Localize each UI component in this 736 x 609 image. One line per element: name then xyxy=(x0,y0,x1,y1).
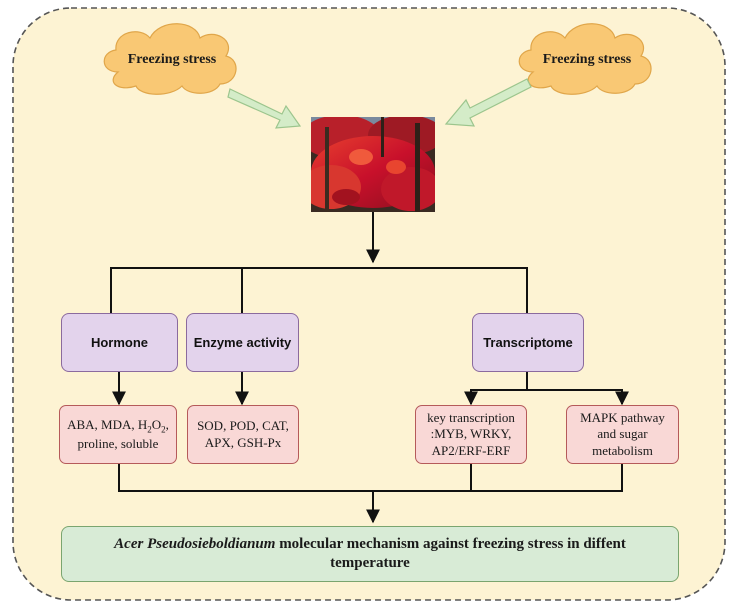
subscript-2-a: 2 xyxy=(147,424,152,435)
cloud-left-icon xyxy=(103,23,237,95)
hormone-detail-comma: , xyxy=(165,416,169,432)
transcriptome-label: Transcriptome xyxy=(483,335,573,350)
arrow-right-green xyxy=(444,78,532,127)
mapk-line2: and sugar xyxy=(597,426,648,442)
mapk-line3: metabolism xyxy=(592,442,653,458)
subscript-2-b: 2 xyxy=(161,424,166,435)
cloud-right-label: Freezing stress xyxy=(542,52,632,67)
connectors xyxy=(110,212,629,524)
mapk-box: MAPK pathway and sugar metabolism xyxy=(566,405,679,464)
mapk-line1: MAPK pathway xyxy=(580,410,665,426)
hormone-label: Hormone xyxy=(90,335,149,350)
arrow-left-green xyxy=(227,88,302,129)
transcriptome-box: Transcriptome xyxy=(472,313,584,372)
hormone-detail-o: O xyxy=(151,416,162,432)
hormone-detail-text-a: ABA, MDA, H xyxy=(67,416,148,432)
cloud-right-icon xyxy=(518,23,652,95)
hormone-box: Hormone xyxy=(61,313,178,372)
hormone-detail-line2: proline, soluble xyxy=(77,435,159,451)
tf-line1: key transcription xyxy=(427,410,515,426)
enzyme-activity-box: Enzyme activity xyxy=(186,313,299,372)
cloud-left-label: Freezing stress xyxy=(127,52,217,67)
tf-line3: AP2/ERF-ERF xyxy=(431,442,511,458)
enzyme-detail-line1: SOD, POD, CAT, xyxy=(197,418,289,434)
enzyme-detail-box: SOD, POD, CAT, APX, GSH-Px xyxy=(187,405,299,464)
enzyme-activity-label: Enzyme activity xyxy=(193,335,292,350)
enzyme-detail-line2: APX, GSH-Px xyxy=(204,434,282,450)
conclusion-text: molecular mechanism against freezing str… xyxy=(275,535,626,552)
hormone-detail-box: ABA, MDA, H2O2, proline, soluble xyxy=(59,405,177,464)
conclusion-line2: temperature xyxy=(330,555,410,571)
tf-line2: :MYB, WRKY, xyxy=(430,426,512,442)
conclusion-line1: Acer Pseudosieboldianum molecular mechan… xyxy=(114,535,626,555)
hormone-detail-line1: ABA, MDA, H2O2, xyxy=(67,417,169,436)
background-panel xyxy=(12,7,726,601)
conclusion-box: Acer Pseudosieboldianum molecular mechan… xyxy=(61,526,679,582)
species-name: Acer Pseudosieboldianum xyxy=(114,535,276,552)
maple-foliage-photo xyxy=(311,117,435,212)
transcription-factor-box: key transcription :MYB, WRKY, AP2/ERF-ER… xyxy=(415,405,527,464)
